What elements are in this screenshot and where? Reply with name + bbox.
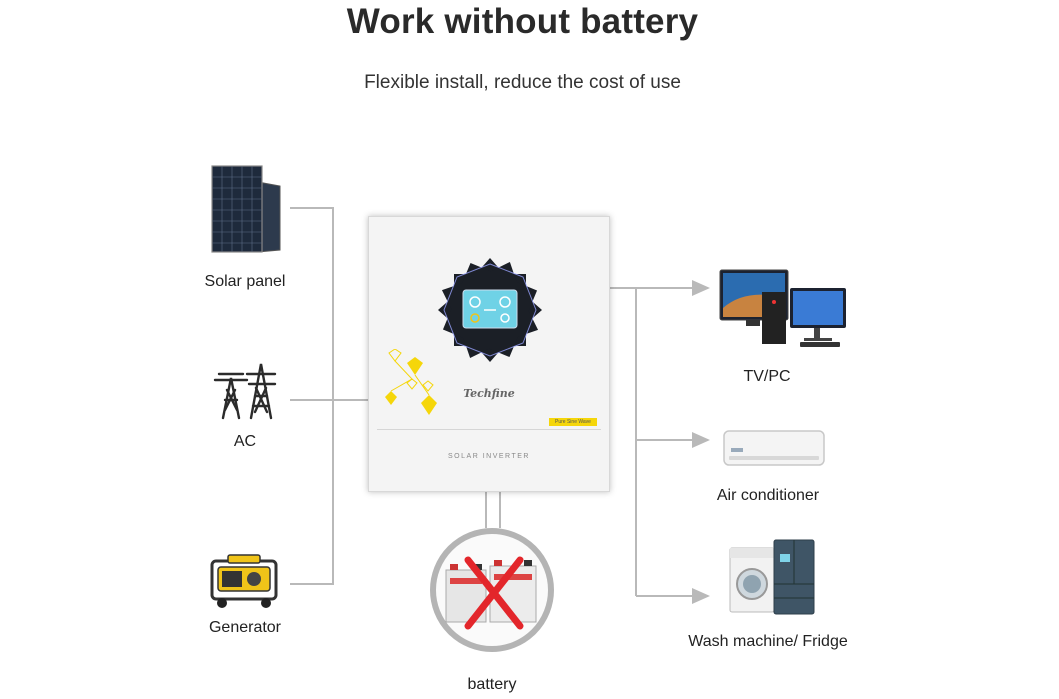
generator-icon [208,553,280,609]
power-tower-icon [213,360,277,420]
air-conditioner-icon [723,430,825,468]
inverter-divider [377,429,601,430]
wire-load-bus [608,287,637,596]
tv-pc-label: TV/PC [743,368,791,385]
diamond-decoration-icon [385,349,437,415]
generator-label: Generator [208,619,282,636]
wire-source-bus [290,207,334,585]
ac-label: AC [233,433,257,450]
inverter-display-icon [438,258,542,362]
solar-inverter: Techfine Pure Sine Wave SOLAR INVERTER [368,216,610,492]
page-subtitle: Flexible install, reduce the cost of use [364,72,681,93]
page-title: Work without battery [346,2,699,41]
solar-panel-label: Solar panel [204,273,286,290]
solar-panel-icon [206,160,286,256]
air-conditioner-label: Air conditioner [716,487,820,504]
washer-fridge-icon [728,538,816,616]
washer-fridge-label: Wash machine/ Fridge [688,633,848,650]
tv-pc-icon [716,268,856,350]
inverter-brand: Techfine [463,387,515,400]
battery-crossed-icon [428,526,556,654]
inverter-subtitle: SOLAR INVERTER [448,453,530,460]
inverter-tag: Pure Sine Wave [549,418,597,426]
battery-label: battery [467,676,517,693]
